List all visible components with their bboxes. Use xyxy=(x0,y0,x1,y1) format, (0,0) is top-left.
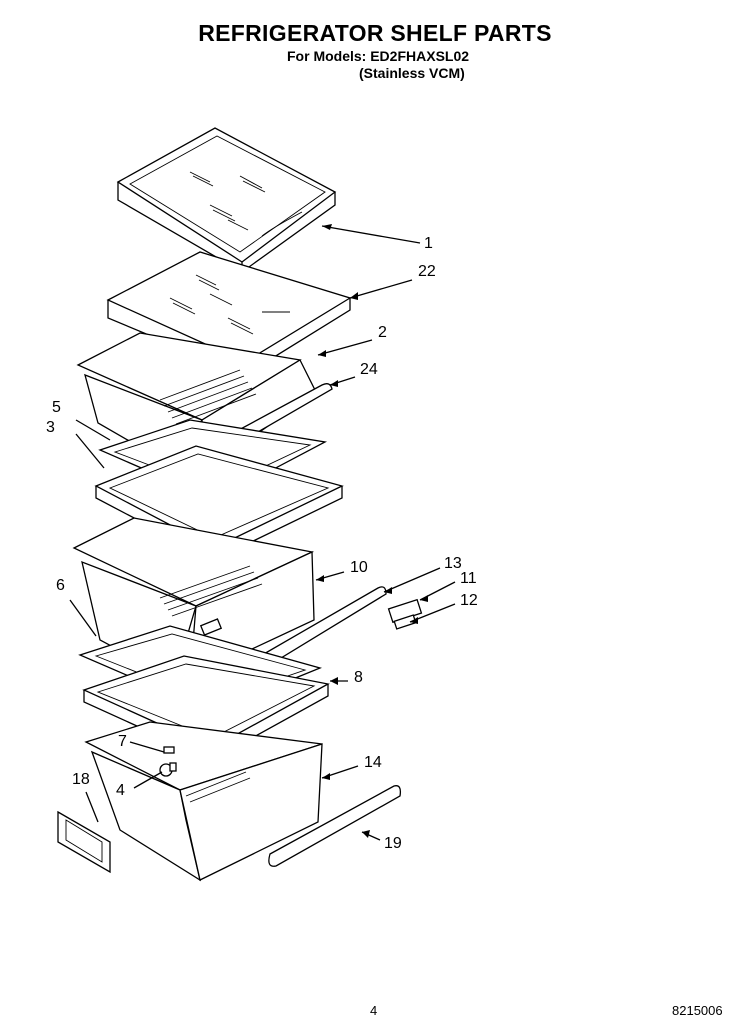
callout-4: 4 xyxy=(116,782,125,799)
part-meat-drawer-14 xyxy=(84,721,323,882)
part-screw-4 xyxy=(159,762,177,777)
callout-1: 1 xyxy=(424,235,433,252)
callout-6: 6 xyxy=(56,577,65,594)
callout-18: 18 xyxy=(72,771,90,788)
callout-19: 19 xyxy=(384,835,402,852)
part-bracket-7 xyxy=(163,746,175,754)
callout-22: 22 xyxy=(418,263,436,280)
part-bin-18 xyxy=(57,810,111,874)
part-cover-frame-3 xyxy=(94,445,344,561)
part-handle-19 xyxy=(268,785,402,867)
page-title: REFRIGERATOR SHELF PARTS xyxy=(198,20,552,46)
callout-24: 24 xyxy=(360,361,378,378)
page-number: 4 xyxy=(370,1003,378,1018)
callout-2: 2 xyxy=(378,324,387,341)
callout-7: 7 xyxy=(118,733,127,750)
callout-5: 5 xyxy=(52,399,61,416)
part-glass-shelf-top xyxy=(116,127,337,273)
model-info: For Models: ED2FHAXSL02 (Stainless VCM) xyxy=(287,48,469,82)
part-clip-12 xyxy=(393,614,417,630)
document-code: 8215006 xyxy=(672,1003,723,1018)
callout-8: 8 xyxy=(354,669,363,686)
callout-13: 13 xyxy=(444,555,462,572)
callout-14: 14 xyxy=(364,754,382,771)
callout-10: 10 xyxy=(350,559,368,576)
models-line: For Models: ED2FHAXSL02 xyxy=(287,48,470,64)
callout-12: 12 xyxy=(460,592,478,609)
callout-3: 3 xyxy=(46,419,55,436)
callout-11: 11 xyxy=(460,570,477,587)
variant-line: (Stainless VCM) xyxy=(359,65,465,81)
leader-lines xyxy=(69,224,456,841)
